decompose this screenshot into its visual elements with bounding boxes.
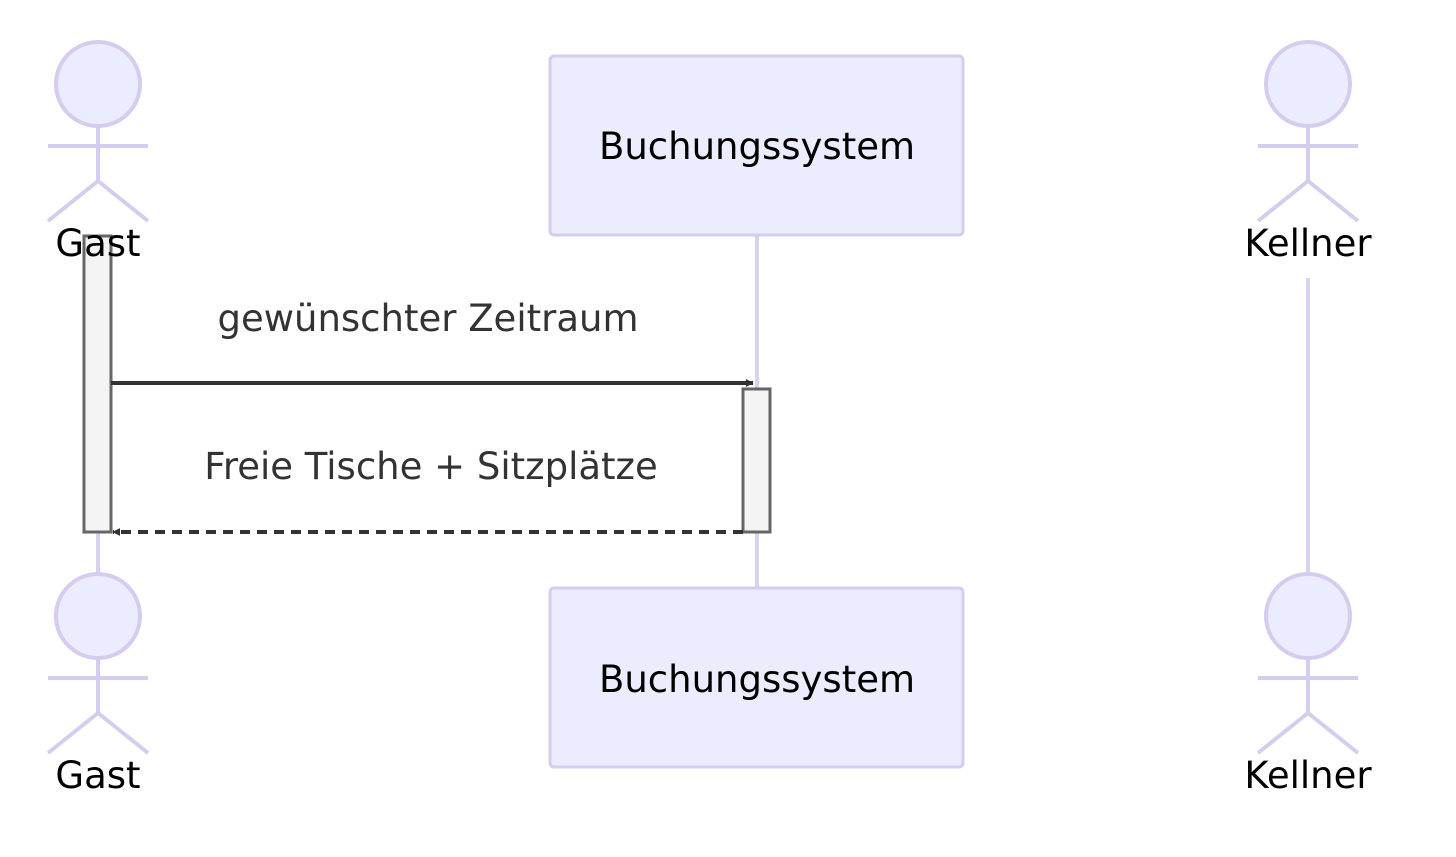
participant-buchungssystem-top <box>548 54 965 237</box>
actor-label-gast-bottom: Gast <box>55 754 140 797</box>
stick-figure-icon <box>1256 40 1360 223</box>
actor-label-kellner-bottom: Kellner <box>1244 754 1372 797</box>
actor-gast-top <box>46 40 150 223</box>
participant-box <box>548 54 965 237</box>
stick-figure-icon <box>46 572 150 755</box>
stick-figure-icon <box>46 40 150 223</box>
activation-bar-gast <box>82 234 113 534</box>
actor-kellner-bottom <box>1256 572 1360 755</box>
participant-box <box>548 586 965 769</box>
actor-label-kellner-top: Kellner <box>1244 222 1372 265</box>
participant-label-buchungssystem-top: Buchungssystem <box>599 125 915 168</box>
actor-label-gast-top: Gast <box>55 222 140 265</box>
participant-buchungssystem-bottom <box>548 586 965 769</box>
actor-kellner-top <box>1256 40 1360 223</box>
message-label-request: gewünschter Zeitraum <box>217 297 638 340</box>
stick-figure-icon <box>1256 572 1360 755</box>
message-label-response: Freie Tische + Sitzplätze <box>204 445 658 488</box>
actor-gast-bottom <box>46 572 150 755</box>
activation-bar-buchungssystem <box>741 387 772 534</box>
participant-label-buchungssystem-bottom: Buchungssystem <box>599 658 915 701</box>
